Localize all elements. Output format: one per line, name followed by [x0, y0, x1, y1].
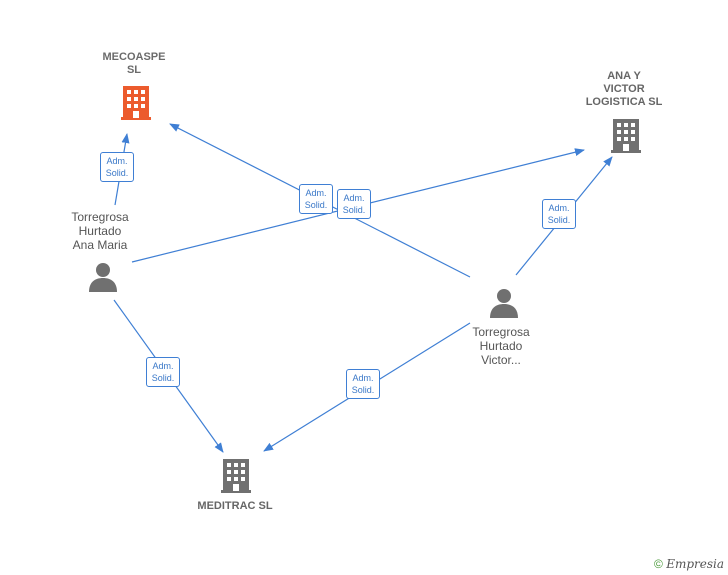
person-icon[interactable]: [490, 289, 518, 318]
company-label-ana-victor[interactable]: ANA Y VICTOR LOGISTICA SL: [585, 70, 663, 108]
footer-brand: © Empresia: [654, 557, 724, 571]
company-label-mecoaspe[interactable]: MECOASPE SL: [102, 51, 166, 76]
person-icon[interactable]: [89, 263, 117, 292]
copyright-icon: ©: [654, 557, 663, 571]
building-icon[interactable]: [611, 119, 641, 153]
building-icon[interactable]: [221, 459, 251, 493]
building-icon[interactable]: [121, 86, 151, 120]
edge-label-victor-ana-victor: Adm. Solid.: [542, 199, 576, 229]
person-label-ana-maria[interactable]: Torregrosa Hurtado Ana Maria: [71, 210, 129, 252]
company-label-meditrac[interactable]: MEDITRAC SL: [197, 500, 273, 512]
edge-label-victor-meditrac: Adm. Solid.: [346, 369, 380, 399]
edge-label-ana-maria-meditrac: Adm. Solid.: [146, 357, 180, 387]
person-label-victor[interactable]: Torregrosa Hurtado Victor...: [472, 325, 530, 367]
edge-label-victor-mecoaspe: Adm. Solid.: [299, 184, 333, 214]
brand-name: Empresia: [666, 557, 724, 571]
edge-label-ana-maria-mecoaspe: Adm. Solid.: [100, 152, 134, 182]
edge-label-ana-maria-ana-victor: Adm. Solid.: [337, 189, 371, 219]
